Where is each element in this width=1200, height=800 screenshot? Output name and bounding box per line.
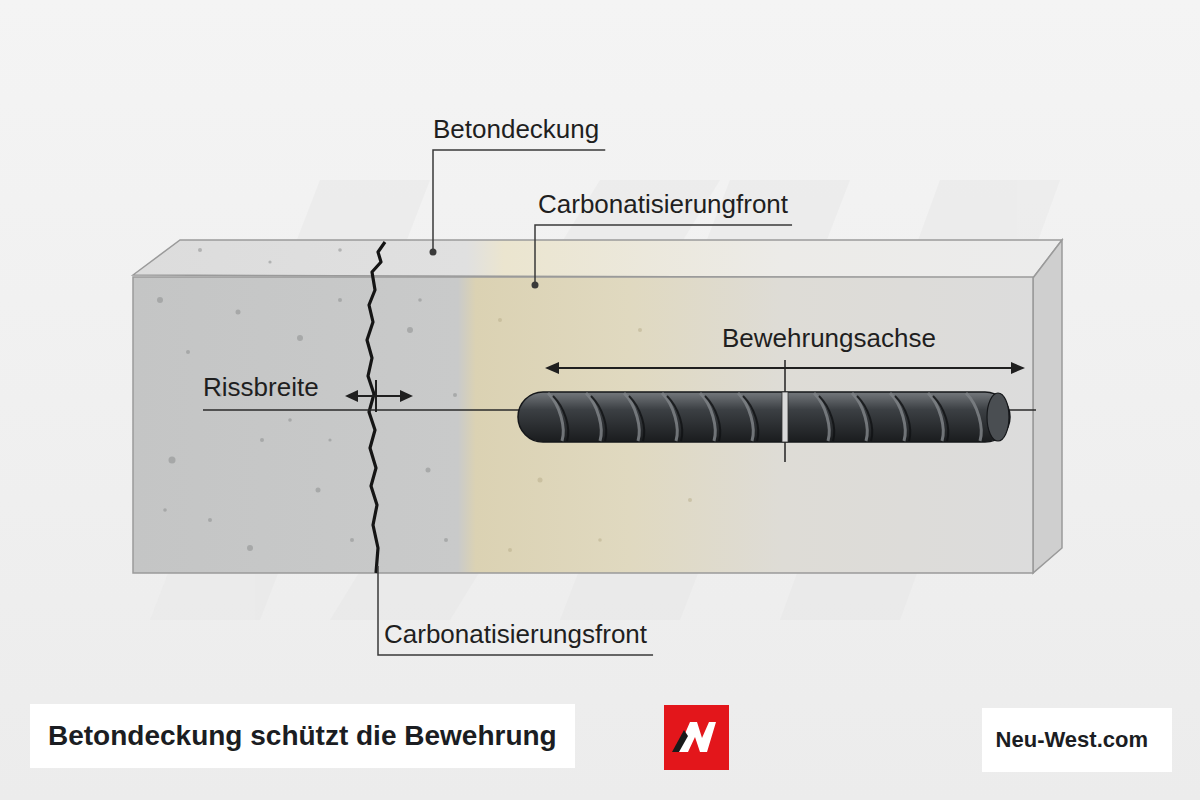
site-name: Neu-West.com (982, 708, 1172, 772)
leader-dot (430, 249, 437, 256)
part-label: Carbonatisierungsfront (384, 619, 647, 649)
dimension-arrow (545, 362, 1025, 374)
part-label: Betondeckung (433, 114, 599, 144)
leader-dot (532, 282, 539, 289)
part-label: Rissbreite (203, 372, 319, 402)
leader-line (378, 150, 792, 655)
part-label: Carbonatisierungfront (538, 189, 788, 219)
part-label: Bewehrungsachse (722, 323, 936, 353)
logo (664, 705, 729, 770)
rebar (518, 392, 1010, 442)
section-marker (782, 392, 788, 442)
slab-front-face (133, 277, 1033, 573)
slab-top-face (133, 240, 1062, 278)
rebar-axis-line (203, 409, 520, 411)
slab-side-face (1033, 240, 1062, 573)
caption: Betondeckung schützt die Bewehrung (30, 704, 575, 768)
crack (367, 242, 385, 573)
crack-width-arrow (345, 380, 413, 412)
aggregate-speckles (157, 248, 457, 551)
